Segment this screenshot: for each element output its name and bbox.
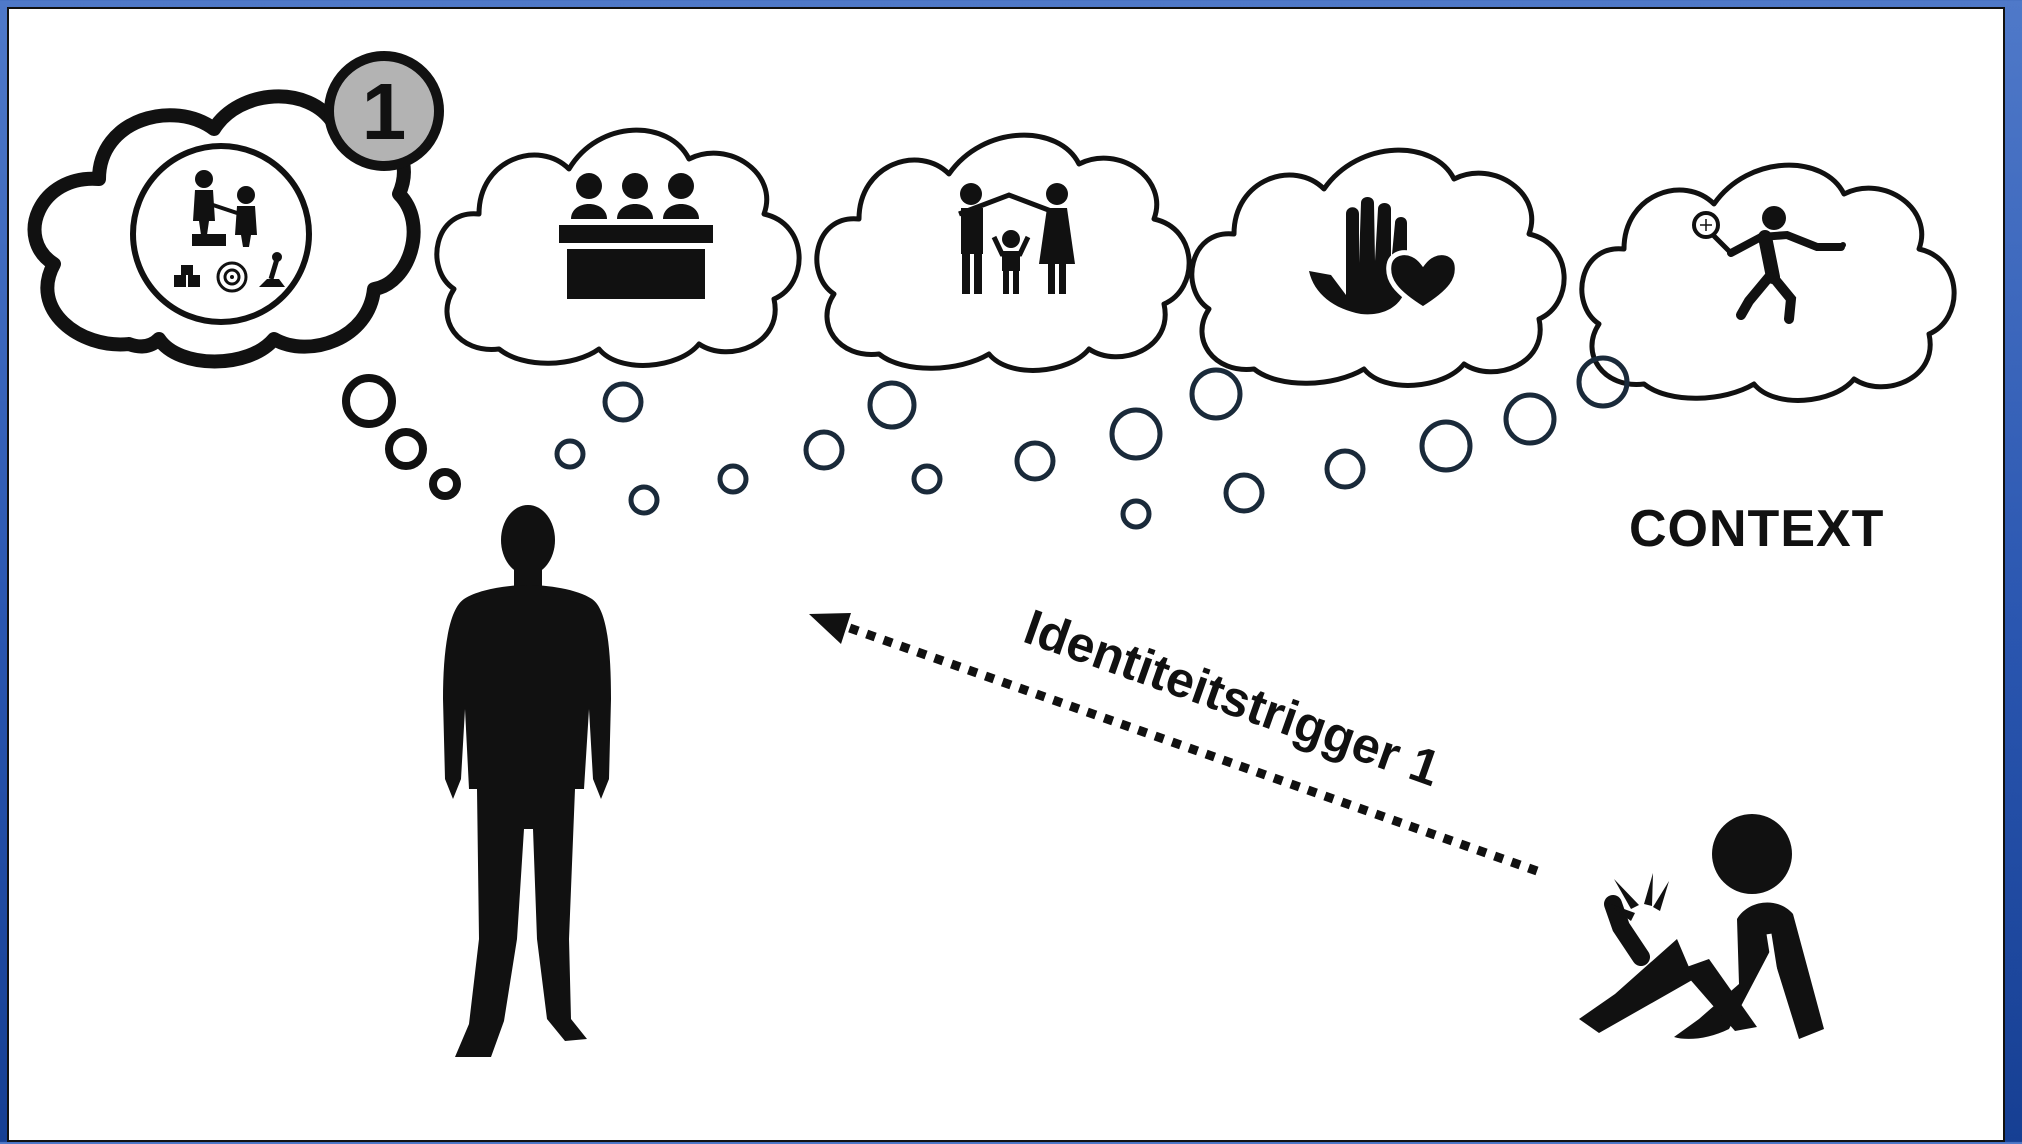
injured-person-icon xyxy=(1579,814,1824,1039)
person-silhouette-icon xyxy=(443,505,611,1057)
thought-bubbles-primary xyxy=(342,374,461,500)
diagram-canvas: 1 xyxy=(7,7,2005,1142)
thought-cloud-2 xyxy=(434,127,802,368)
badge-number: 1 xyxy=(362,67,407,156)
trigger-label: Identiteitstrigger 1 xyxy=(1017,599,1447,797)
hand-heart-care-icon xyxy=(1309,197,1460,315)
step-number-badge: 1 xyxy=(324,51,444,171)
context-label: CONTEXT xyxy=(1629,500,1885,558)
family-house-icon xyxy=(958,183,1075,294)
trigger-arrow xyxy=(809,613,1539,876)
panel-committee-icon xyxy=(559,173,713,299)
thought-cloud-3 xyxy=(814,132,1192,373)
thought-cloud-4 xyxy=(1189,147,1567,388)
thought-bubbles-secondary xyxy=(554,355,1630,530)
leadership-team-icon xyxy=(130,143,312,325)
tennis-player-icon xyxy=(1692,206,1846,324)
identity-diagram: 1 xyxy=(27,51,1957,1057)
thought-cloud-5 xyxy=(1579,162,1957,403)
